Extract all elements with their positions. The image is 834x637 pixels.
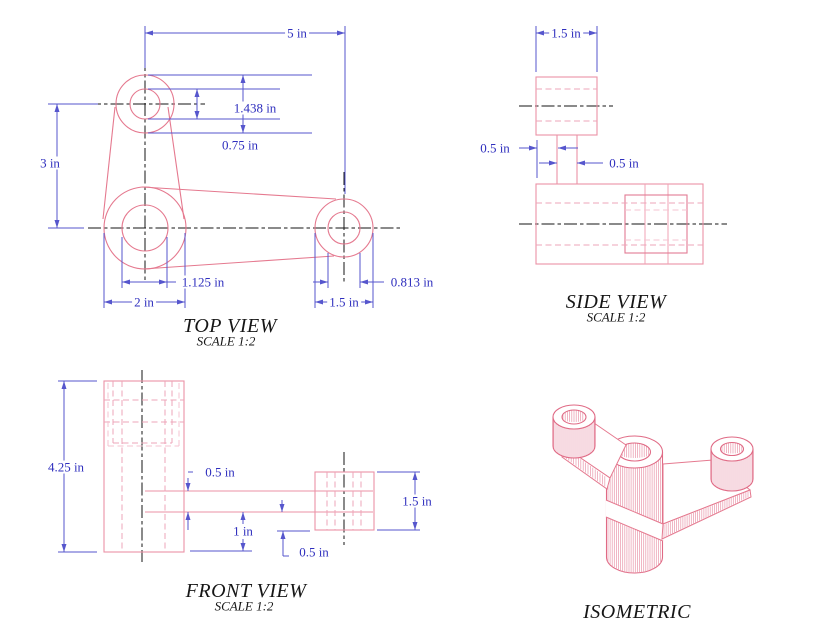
side-view-scale: SCALE 1:2 bbox=[586, 309, 646, 325]
front-view-scale: SCALE 1:2 bbox=[214, 598, 274, 614]
dim-label-boss-hole-dia: 0.75 in bbox=[219, 137, 261, 153]
top-view-scale: SCALE 1:2 bbox=[196, 333, 256, 349]
dim-label-base-height: 1 in bbox=[231, 523, 255, 539]
front-view-geometry bbox=[103, 380, 375, 553]
top-view-geometry bbox=[102, 74, 374, 270]
dim-label-arm-boss-outer-dia: 1.5 in bbox=[327, 294, 361, 310]
isometric-geometry bbox=[552, 404, 754, 574]
right-arm-hatch bbox=[663, 491, 749, 539]
dim-label-arm-boss-hole-dia: 0.813 in bbox=[388, 274, 436, 290]
dim-label-web-offset: 0.5 in bbox=[478, 140, 512, 156]
left-boss-hatch bbox=[553, 420, 595, 458]
top-view-title: TOP VIEW bbox=[183, 315, 277, 337]
dim-label-boss-spacing: 3 in bbox=[38, 155, 62, 171]
dim-label-arm-offset: 0.5 in bbox=[297, 544, 331, 560]
dim-label-side-boss-width: 1.5 in bbox=[549, 25, 583, 41]
dim-label-web-width: 0.5 in bbox=[607, 155, 641, 171]
front-view-title: FRONT VIEW bbox=[185, 580, 307, 602]
right-boss-hole-hatch bbox=[721, 442, 743, 454]
side-view-geometry bbox=[535, 76, 704, 265]
right-boss-hatch bbox=[711, 452, 753, 491]
dim-label-overall-width: 5 in bbox=[285, 25, 309, 41]
dim-label-hub-hole-dia: 1.125 in bbox=[179, 274, 227, 290]
dim-label-boss-height: 1.5 in bbox=[400, 493, 434, 509]
dim-label-hub-outer-dia: 2 in bbox=[132, 294, 156, 310]
dim-label-overall-height: 4.25 in bbox=[45, 459, 87, 475]
dim-label-boss-outer-dia: 1.438 in bbox=[231, 100, 279, 116]
side-view-title: SIDE VIEW bbox=[565, 291, 667, 313]
left-boss-hole-hatch bbox=[562, 410, 584, 422]
dim-label-arm-thickness: 0.5 in bbox=[203, 464, 237, 480]
isometric-title: ISOMETRIC bbox=[583, 601, 691, 623]
